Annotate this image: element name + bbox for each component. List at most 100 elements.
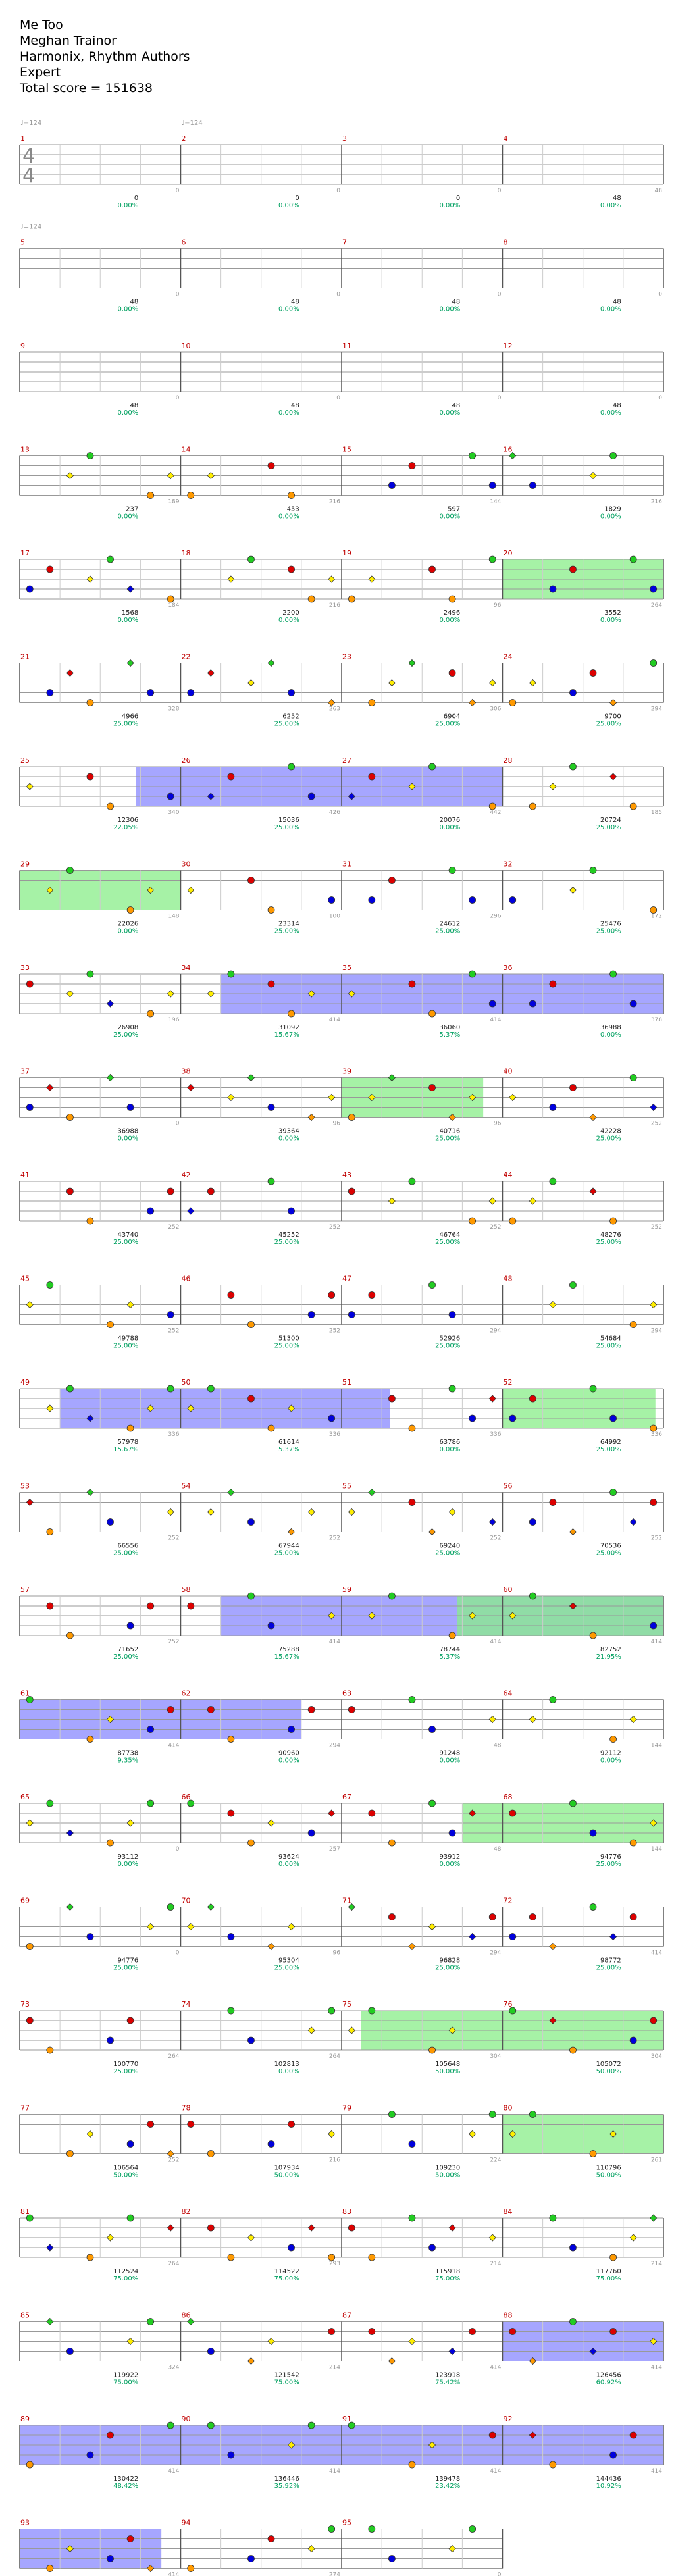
- measure-total-score: 22026: [117, 921, 138, 928]
- drum-note: [207, 2421, 215, 2429]
- song-header: Me Too Meghan Trainor Harmonix, Rhythm A…: [20, 17, 190, 96]
- measure-number: 64: [504, 1689, 513, 1698]
- measure-notes-score: 294: [329, 1743, 340, 1749]
- drum-note: [86, 1736, 94, 1743]
- drum-note: [66, 2150, 74, 2157]
- measure-number: 41: [20, 1171, 30, 1179]
- drum-note: [348, 2421, 355, 2429]
- drum-note: [247, 877, 255, 884]
- measure-total-score: 75288: [278, 1646, 299, 1653]
- cymbal-note: [589, 1187, 597, 1195]
- drum-note: [348, 2224, 355, 2232]
- drum-note: [147, 1799, 155, 1807]
- measure-total-score: 48: [130, 402, 139, 409]
- measure-number: 92: [504, 2415, 513, 2423]
- drum-note: [187, 689, 195, 696]
- drum-note: [207, 2348, 215, 2355]
- cymbal-note: [227, 575, 235, 583]
- cymbal-note: [348, 2026, 355, 2034]
- cymbal-note: [469, 2130, 477, 2138]
- measure-number: 80: [504, 2104, 513, 2113]
- measure-number: 46: [182, 1275, 191, 1283]
- staff-row-19: 7326410077025.00%742641028130.00%7530410…: [19, 2000, 664, 2075]
- measure-total-score: 453: [287, 506, 299, 513]
- cymbal-note: [187, 1083, 195, 1092]
- measure-percent: 25.00%: [435, 1343, 460, 1350]
- staff-row-10: 370369880.00%3896393640.00%39964071625.0…: [19, 1068, 664, 1143]
- cymbal-note: [529, 1197, 536, 1205]
- drum-note: [428, 1010, 436, 1018]
- drum-note: [267, 2535, 275, 2542]
- measure-total-score: 136446: [274, 2475, 299, 2483]
- drum-note: [509, 1217, 517, 1225]
- measure-number: 62: [182, 1689, 191, 1698]
- measure-percent: 50.00%: [435, 2068, 460, 2075]
- staff-row-4: 131892370.00%142164530.00%151445970.00%1…: [19, 446, 664, 521]
- drum-note: [66, 1385, 74, 1393]
- measure-percent: 25.00%: [274, 1343, 299, 1350]
- drum-note: [207, 1385, 215, 1393]
- measure-number: 51: [342, 1378, 351, 1387]
- cymbal-note: [227, 1093, 235, 1102]
- drum-note: [509, 1809, 517, 1817]
- measure-notes-score: 252: [168, 1328, 179, 1335]
- measure-total-score: 90960: [278, 1750, 299, 1757]
- measure-number: 36: [504, 964, 513, 972]
- measure-number: 63: [342, 1689, 351, 1698]
- drum-note: [207, 2150, 215, 2157]
- measure-total-score: 15036: [278, 817, 299, 824]
- cymbal-note: [66, 1829, 74, 1837]
- cymbal-note: [207, 669, 215, 677]
- cymbal-note: [428, 2441, 436, 2449]
- cymbal-note: [147, 2564, 155, 2573]
- drum-note: [86, 1933, 94, 1940]
- staff-row-16: 61414877389.35%62294909600.00%6348912480…: [19, 1689, 664, 1765]
- measure-percent: 25.00%: [435, 1550, 460, 1557]
- measure-percent: 25.00%: [596, 1239, 621, 1246]
- cymbal-note: [106, 1073, 115, 1082]
- measure-notes-score: 328: [168, 706, 179, 713]
- drum-note: [549, 2461, 557, 2469]
- measure-number: 91: [342, 2415, 351, 2423]
- measure-total-score: 42228: [600, 1128, 621, 1135]
- cymbal-note: [86, 1488, 94, 1497]
- drum-note: [26, 585, 34, 593]
- drum-note: [107, 802, 114, 810]
- measure-total-score: 93624: [278, 1853, 299, 1861]
- drum-note: [368, 2525, 376, 2533]
- drum-note: [288, 1010, 295, 1018]
- measure-percent: 5.37%: [439, 1653, 460, 1661]
- measure-percent: 0.00%: [278, 513, 299, 521]
- measure-number: 73: [20, 2000, 30, 2009]
- measure-notes-score: 0: [498, 395, 502, 401]
- measure-total-score: 2496: [444, 609, 460, 617]
- drum-note: [247, 2036, 255, 2044]
- measure-number: 20: [504, 549, 513, 557]
- measure-total-score: 70536: [600, 1543, 621, 1550]
- measure-percent: 0.00%: [117, 1135, 138, 1143]
- cymbal-note: [247, 1073, 255, 1082]
- measure-total-score: 6904: [444, 713, 460, 721]
- measure-number: 47: [342, 1275, 351, 1283]
- measure-percent: 0.00%: [439, 513, 460, 521]
- drum-note: [629, 1913, 637, 1920]
- song-title: Me Too: [20, 18, 63, 32]
- measure-total-score: 64992: [600, 1439, 621, 1446]
- measure-percent: 35.92%: [274, 2483, 299, 2490]
- drum-note: [509, 2007, 517, 2015]
- drum-note: [328, 896, 336, 904]
- measure-notes-score: 0: [176, 1121, 180, 1127]
- measure-notes-score: 0: [176, 292, 180, 298]
- drum-note: [529, 2111, 536, 2118]
- drum-note: [46, 1528, 54, 1535]
- measure-notes-score: 189: [168, 499, 179, 505]
- cymbal-note: [187, 1207, 195, 1215]
- measure-total-score: 48: [130, 299, 139, 306]
- measure-number: 83: [342, 2207, 351, 2216]
- cymbal-note: [650, 1819, 658, 1827]
- staff-row-18: 6909477625.00%70969530425.00%71294968282…: [19, 1897, 664, 1972]
- drum-note: [529, 1000, 536, 1008]
- measure-percent: 25.00%: [274, 721, 299, 728]
- measure-total-score: 597: [448, 506, 460, 513]
